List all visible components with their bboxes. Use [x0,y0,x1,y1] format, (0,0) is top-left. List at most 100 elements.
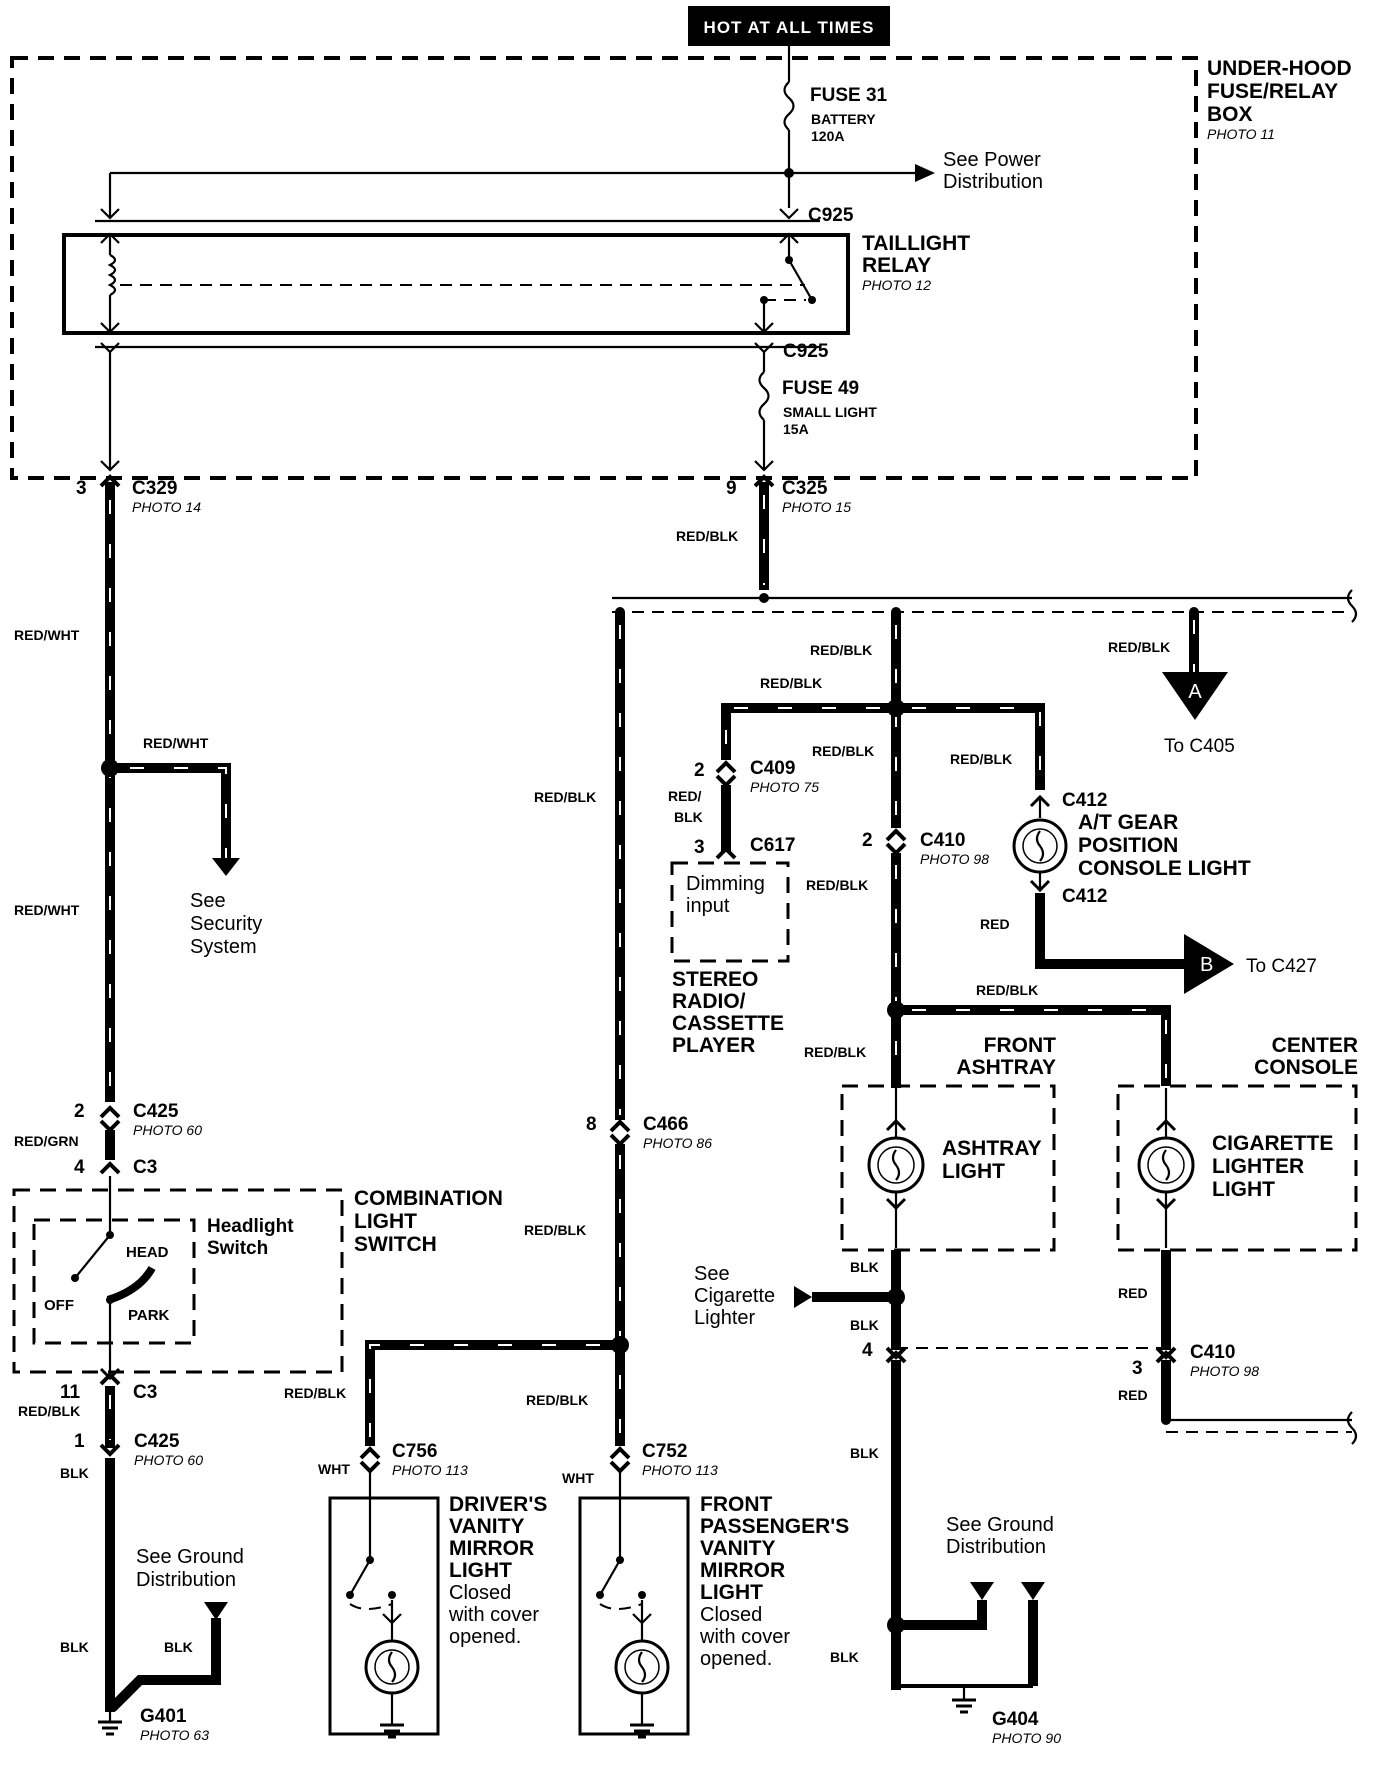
svg-text:RED/BLK: RED/BLK [526,1392,588,1408]
svg-text:LIGHT: LIGHT [700,1581,763,1604]
svg-text:Distribution: Distribution [946,1536,1046,1558]
svg-text:BLK: BLK [850,1445,879,1461]
svg-text:Distribution: Distribution [943,171,1043,193]
c617-label: C617 [750,835,795,856]
connector-a-icon [1162,672,1228,720]
svg-text:A: A [1188,681,1202,703]
svg-text:VANITY: VANITY [700,1537,775,1560]
svg-text:BLK: BLK [164,1639,193,1655]
relay-contact-icon [788,259,813,301]
cigarette-lighter-ref-arrow [794,1286,812,1308]
svg-text:RELAY: RELAY [862,254,931,277]
svg-text:PASSENGER'S: PASSENGER'S [700,1515,849,1538]
svg-text:POSITION: POSITION [1078,834,1178,857]
svg-text:WHT: WHT [318,1461,350,1477]
c617-pin: 3 [694,837,705,858]
svg-text:PHOTO 113: PHOTO 113 [642,1462,718,1478]
c325-pin: 9 [726,478,737,499]
c412-bottom-label: C412 [1062,886,1107,907]
svg-text:BLK: BLK [60,1465,89,1481]
svg-text:BLK: BLK [830,1649,859,1665]
svg-text:Distribution: Distribution [136,1569,236,1591]
c409-pin: 2 [694,760,705,781]
svg-text:BATTERY: BATTERY [811,111,876,127]
svg-text:120A: 120A [811,128,844,144]
c466-pin: 8 [586,1114,597,1135]
c410-bottom-pin-left: 4 [862,1340,873,1361]
c329-pin: 3 [76,478,87,499]
svg-text:RED/BLK: RED/BLK [810,642,872,658]
svg-text:ASHTRAY: ASHTRAY [956,1056,1056,1079]
svg-text:System: System [190,936,257,958]
svg-text:CONSOLE LIGHT: CONSOLE LIGHT [1078,857,1251,880]
svg-text:PARK: PARK [128,1307,170,1324]
connector-b-icon [1184,934,1234,994]
svg-text:PHOTO 86: PHOTO 86 [643,1135,712,1151]
fuse-49-label: FUSE 49 [782,378,859,399]
center-console-header: CENTER [1272,1034,1358,1057]
headlight-switch-label: Headlight [207,1216,294,1237]
combination-light-switch-label: COMBINATION [354,1187,503,1210]
svg-text:PHOTO 98: PHOTO 98 [1190,1363,1259,1379]
svg-text:RED/BLK: RED/BLK [976,982,1038,998]
c409-label: C409 [750,758,795,779]
ashtray-light-label: ASHTRAY [942,1137,1042,1160]
at-gear-light-label: A/T GEAR [1078,811,1178,834]
svg-text:RED/BLK: RED/BLK [806,877,868,893]
svg-text:PHOTO 90: PHOTO 90 [992,1730,1061,1746]
c3-top-label: C3 [133,1157,157,1178]
cigarette-lighter-ref: See [694,1263,730,1285]
front-ashtray-box [840,1084,1056,1252]
svg-text:RED/BLK: RED/BLK [524,1222,586,1238]
svg-text:RED: RED [980,916,1010,932]
passenger-vanity-mirror-label: FRONT [700,1493,772,1516]
fuse-49-symbol [758,371,770,421]
taillight-relay-box [62,233,850,335]
svg-text:RED/BLK: RED/BLK [812,743,874,759]
taillight-relay-label: TAILLIGHT [862,232,970,255]
svg-text:PHOTO 60: PHOTO 60 [133,1122,202,1138]
svg-text:LIGHT: LIGHT [449,1559,512,1582]
c925-bottom-label: C925 [783,341,829,362]
svg-text:Closed: Closed [449,1582,511,1604]
svg-text:LIGHT: LIGHT [1212,1178,1275,1201]
security-branch-wire [110,763,231,862]
c925-top-label: C925 [808,205,854,226]
svg-text:with cover: with cover [699,1626,790,1648]
c410-bottom-pin-right: 3 [1132,1358,1143,1379]
svg-text:BLK: BLK [60,1639,89,1655]
svg-text:B: B [1200,954,1213,976]
svg-text:HOT AT ALL TIMES: HOT AT ALL TIMES [704,18,875,37]
c466-label: C466 [643,1114,688,1135]
combination-light-switch-box [12,1188,344,1374]
power-distribution-arrow-icon [915,164,935,182]
svg-text:15A: 15A [783,421,809,437]
svg-text:RED/BLK: RED/BLK [1108,639,1170,655]
svg-text:PHOTO 60: PHOTO 60 [134,1452,203,1468]
c410-bottom-label: C410 [1190,1342,1235,1363]
svg-text:RED/WHT: RED/WHT [14,902,80,918]
svg-text:OFF: OFF [44,1297,74,1314]
headlight-switch-arm-icon [74,1234,111,1279]
headlight-switch-box [32,1218,196,1345]
c425-top-pin: 2 [74,1101,85,1122]
red-blk-console-wire [896,1005,1171,1086]
ground-ref-arrow-icon-a [970,1582,994,1600]
center-console-box [1116,1084,1358,1252]
svg-text:LIGHTER: LIGHTER [1212,1155,1304,1178]
c412-top-label: C412 [1062,790,1107,811]
svg-text:CONSOLE: CONSOLE [1254,1056,1358,1079]
svg-text:with cover: with cover [448,1604,539,1626]
svg-text:RED/: RED/ [668,788,702,804]
svg-text:FUSE/RELAY: FUSE/RELAY [1207,80,1338,103]
c425-bottom-label: C425 [134,1431,180,1452]
dimming-input-label: Dimming [686,873,765,895]
svg-text:SWITCH: SWITCH [354,1233,437,1256]
connector-b-label: To C427 [1246,956,1317,977]
svg-text:RED/BLK: RED/BLK [18,1403,80,1419]
c425-bottom-pin: 1 [74,1431,85,1452]
c410-top-pin: 2 [862,830,873,851]
svg-text:PHOTO 63: PHOTO 63 [140,1727,209,1743]
svg-text:PHOTO 14: PHOTO 14 [132,499,201,515]
driver-vanity-mirror-label: DRIVER'S [449,1493,547,1516]
